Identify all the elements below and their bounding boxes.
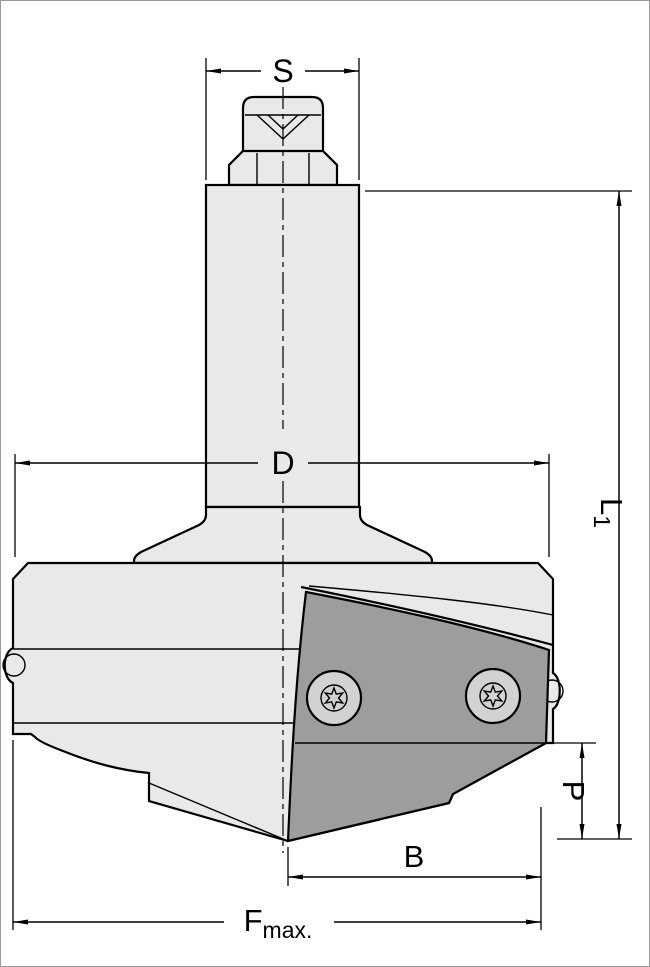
dim-fmax-main: F — [244, 903, 263, 938]
screw-head-ring — [464, 667, 522, 725]
dim-p: P — [553, 742, 596, 839]
dim-d: D — [14, 445, 550, 557]
chipbreaker-curve — [308, 585, 554, 616]
dim-l1-label: L1 — [589, 498, 629, 528]
dim-fmax-label: Fmax. — [244, 903, 313, 943]
dim-fmax: Fmax. — [12, 740, 541, 943]
dim-s-label: S — [272, 53, 293, 89]
screw-recess — [320, 684, 348, 712]
body-detail-lines — [13, 648, 303, 724]
ball-detent-left — [2, 653, 26, 677]
screw-head-ring — [305, 669, 363, 727]
torx-screw-left — [305, 669, 363, 727]
dim-p-label: P — [556, 781, 591, 802]
insert-knife — [286, 590, 551, 843]
dim-d-label: D — [271, 445, 294, 481]
rear-knife — [148, 781, 289, 842]
dim-s: S — [205, 53, 360, 180]
dim-b: B — [287, 807, 542, 930]
gullet-curve — [300, 585, 554, 647]
dim-l1: L1 — [365, 190, 632, 840]
torx-icon — [323, 686, 345, 710]
dim-b-label: B — [404, 839, 425, 874]
dim-l1-subscript: 1 — [589, 515, 615, 528]
dim-fmax-subscript: max. — [263, 917, 313, 943]
screw-recess — [479, 682, 507, 710]
torx-icon — [482, 684, 504, 708]
torx-screw-right — [464, 667, 522, 725]
dim-l1-main: L — [594, 498, 629, 515]
